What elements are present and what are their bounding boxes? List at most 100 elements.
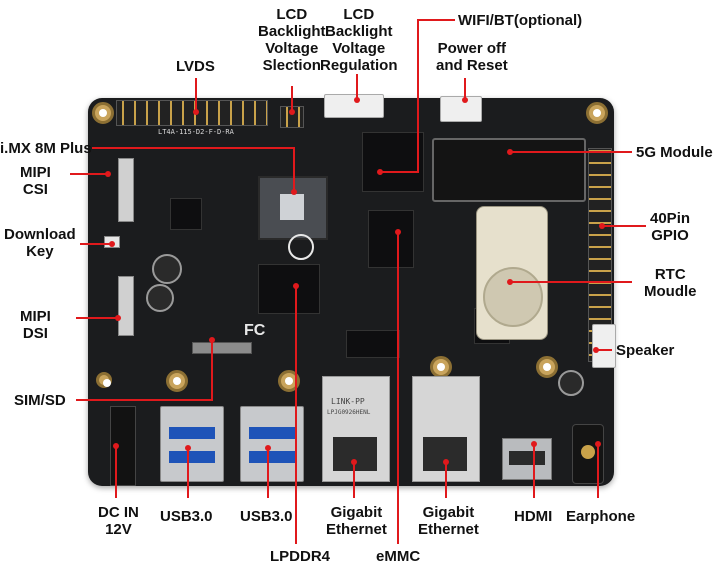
label-mipi-csi: MIPI CSI (20, 164, 51, 198)
label-line: RTC (654, 266, 686, 283)
label-usb3-2: USB3.0 (240, 508, 293, 525)
label-line: GPIO (651, 227, 689, 244)
label-dc-in: DC IN 12V (98, 504, 139, 538)
speaker-connector (592, 324, 616, 368)
silk-jack-code: LPJG0926HENL (327, 409, 371, 416)
label-line: 12V (105, 521, 132, 538)
capacitor (146, 284, 174, 312)
download-key-button (104, 236, 120, 248)
label-line: Voltage (265, 40, 319, 57)
sim-sd-slot (192, 342, 252, 354)
rj45-opening (423, 437, 467, 471)
wifi-chip (362, 132, 424, 192)
fcc-logo: FC (244, 322, 266, 339)
usb-tongue (169, 451, 215, 463)
label-rtc-module: RTC Moudle (644, 266, 697, 300)
label-line: DSI (22, 325, 48, 342)
label-line: Backlight (324, 23, 393, 40)
lpddr4-chip (258, 264, 320, 314)
jack-ring (581, 445, 595, 459)
label-line: Voltage (332, 40, 386, 57)
label-line: Ethernet (326, 521, 387, 538)
ethernet-phy-chip (346, 330, 400, 358)
capacitor (558, 370, 584, 396)
label-line: Gigabit (330, 504, 383, 521)
label-line: Ethernet (418, 521, 479, 538)
earphone-jack (572, 424, 604, 484)
usb-tongue (249, 451, 295, 463)
jumper-header (280, 106, 304, 128)
label-wifi-bt: WIFI/BT(optional) (458, 12, 583, 29)
label-lcd-backlight-regulation: LCD Backlight Voltage Regulation (320, 6, 398, 74)
mounting-hole (536, 356, 558, 378)
dc-jack (110, 406, 136, 486)
label-line: Regulation (320, 57, 398, 74)
label-line: Key (26, 243, 54, 260)
lvds-header (116, 100, 268, 126)
battery-socket (483, 267, 543, 327)
mipi-csi-connector (118, 158, 134, 222)
usb-tongue (169, 427, 215, 439)
emmc-chip (368, 210, 414, 268)
label-emmc: eMMC (376, 548, 421, 565)
mounting-hole (586, 102, 608, 124)
label-line: LCD (276, 6, 308, 23)
rj45-jack: LINK-PP LPJG0926HENL (322, 376, 390, 482)
rj45-opening (333, 437, 377, 471)
soc-die (280, 194, 304, 220)
label-lpddr4: LPDDR4 (270, 548, 331, 565)
mounting-hole (92, 102, 114, 124)
label-line: Gigabit (422, 504, 475, 521)
hdmi-opening (509, 451, 545, 465)
label-5g-module: 5G Module (636, 144, 713, 161)
usb-tongue (249, 427, 295, 439)
label-lvds: LVDS (176, 58, 215, 75)
mipi-dsi-connector (118, 276, 134, 336)
rj45-jack (412, 376, 480, 482)
rtc-battery-holder (476, 206, 548, 340)
label-earphone: Earphone (566, 508, 636, 525)
pmic-chip (170, 198, 202, 230)
label-line: and Reset (436, 57, 508, 74)
label-gigabit-ethernet-2: Gigabit Ethernet (418, 504, 479, 538)
label-40pin-gpio: 40Pin GPIO (650, 210, 690, 244)
label-line: CSI (22, 181, 48, 198)
label-line: MIPI (20, 308, 51, 325)
usb-port (240, 406, 304, 482)
label-line: Backlight (258, 23, 326, 40)
mounting-hole (166, 370, 188, 392)
power-reset-connector (440, 96, 482, 122)
pb-free-logo (288, 234, 314, 260)
label-mipi-dsi: MIPI DSI (20, 308, 51, 342)
label-usb3-1: USB3.0 (160, 508, 213, 525)
label-download-key: Download Key (4, 226, 76, 260)
label-line: MIPI (20, 164, 51, 181)
label-power-reset: Power off and Reset (436, 40, 508, 74)
label-imx8mp: i.MX 8M Plus (0, 140, 92, 157)
label-line: LCD (343, 6, 375, 23)
imx8mp-board: LT4A-115-D2-F-D-RA (88, 94, 616, 486)
label-gigabit-ethernet-1: Gigabit Ethernet (326, 504, 387, 538)
silk-lvds-id: LT4A-115-D2-F-D-RA (158, 128, 234, 136)
label-line: Power off (437, 40, 507, 57)
label-hdmi: HDMI (514, 508, 553, 525)
5g-module-slot (432, 138, 586, 202)
label-lcd-backlight-selection: LCD Backlight Voltage Slection (258, 6, 326, 74)
silk-jack: LINK-PP (331, 397, 365, 406)
capacitor (152, 254, 182, 284)
label-speaker: Speaker (616, 342, 675, 359)
label-line: DC IN (98, 504, 139, 521)
label-sim-sd: SIM/SD (14, 392, 66, 409)
hdmi-port (502, 438, 552, 480)
mounting-hole (96, 372, 112, 388)
imx8mp-soc (258, 176, 328, 240)
label-line: Slection (262, 57, 321, 74)
lcd-regulation-connector (324, 94, 384, 118)
mounting-hole (430, 356, 452, 378)
label-line: Moudle (644, 283, 697, 300)
usb-port (160, 406, 224, 482)
label-line: Download (4, 226, 76, 243)
label-line: 40Pin (650, 210, 691, 227)
mounting-hole (278, 370, 300, 392)
